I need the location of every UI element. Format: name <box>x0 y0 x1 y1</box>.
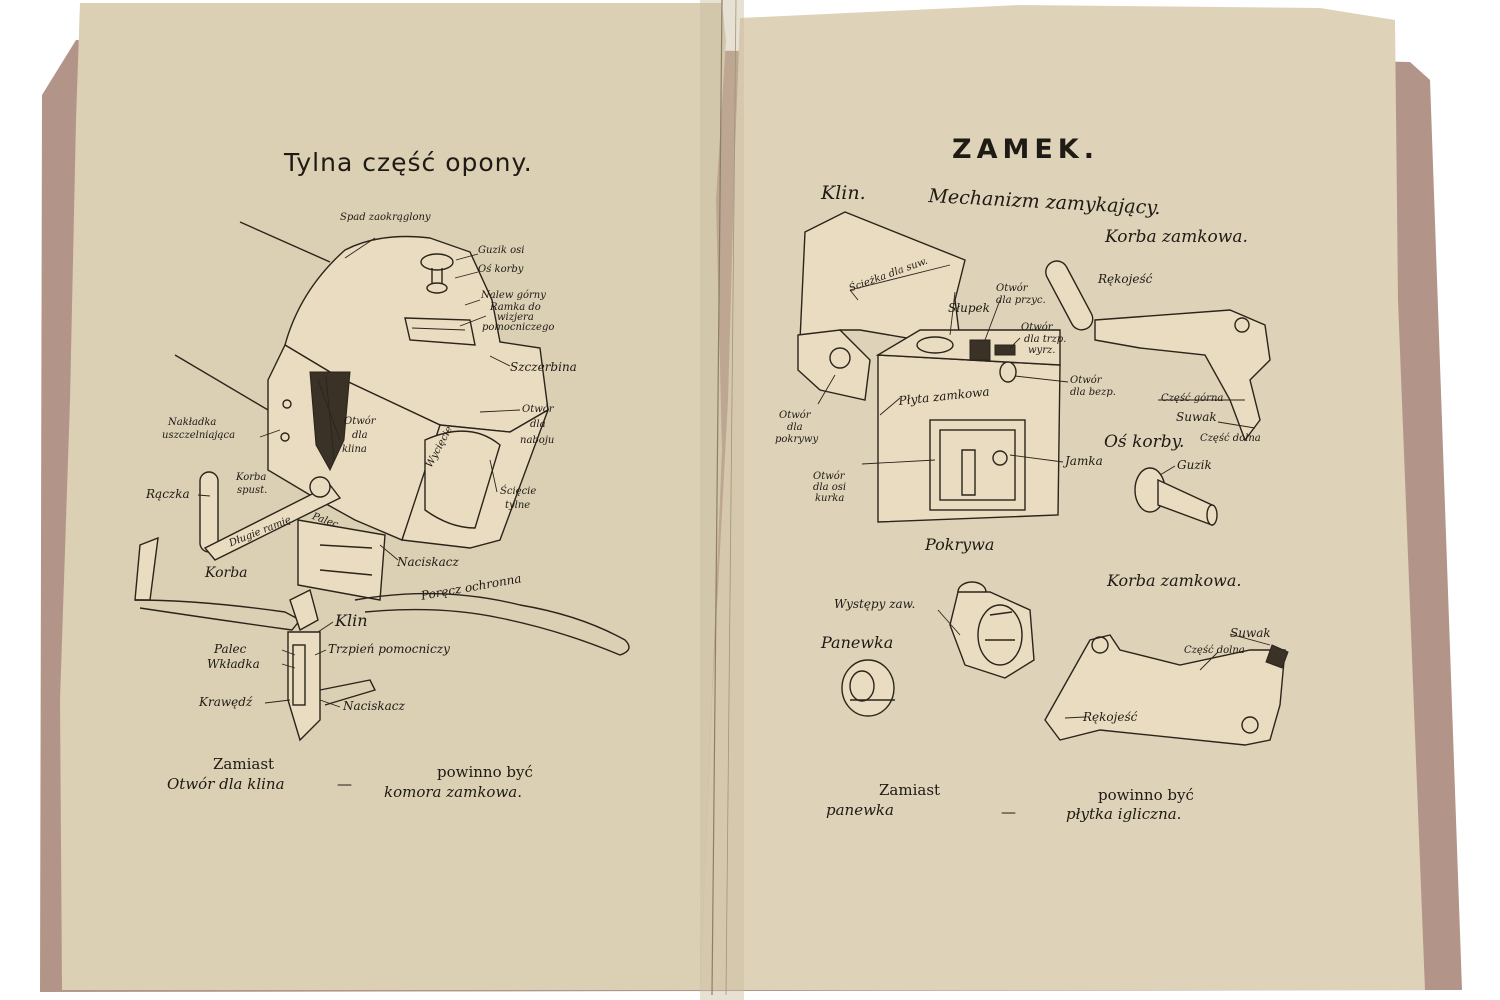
label-otwor-pokrywy-2: dla <box>787 422 803 433</box>
label-szczerbina: Szczerbina <box>510 360 577 374</box>
label-korba-spust-1: Korba <box>236 472 267 483</box>
label-raczka: Rączka <box>146 487 190 501</box>
label-palec: Palec <box>214 642 247 656</box>
label-klin: Klin <box>335 611 368 630</box>
label-czesc-dolna-bottom: Część dolna <box>1184 645 1245 656</box>
breech-drawing <box>134 221 630 742</box>
caption-zamiast: Zamiast <box>879 781 941 799</box>
label-korba-zamkowa-top: Korba zamkowa. <box>1105 227 1248 247</box>
label-nakladka-1: Nakładka <box>168 417 217 428</box>
label-naciskacz: Naciskacz <box>343 699 405 713</box>
caption-zamiast: Zamiast <box>213 755 275 773</box>
label-otwor-klina-1: Otwór <box>344 416 376 427</box>
label-naciskacz-top: Naciskacz <box>397 555 459 569</box>
label-otwor-kurka-2: dla osi <box>813 482 847 493</box>
label-otwor-bezp-2: dla bezp. <box>1070 387 1116 398</box>
label-rekojesc-top: Rękojeść <box>1098 272 1153 286</box>
label-otwor-klina-2: dla <box>352 430 368 441</box>
label-guzik-osi: Guzik osi <box>478 245 525 256</box>
caption-wrong: Otwór dla klina <box>167 775 285 793</box>
label-korba: Korba <box>205 565 248 581</box>
label-suwak-bottom: Suwak <box>1230 626 1271 640</box>
label-klin-head: Klin. <box>821 182 866 204</box>
label-guzik: Guzik <box>1177 458 1212 472</box>
label-ramka-1: Ramka do <box>490 302 541 313</box>
label-ramka-2: wizjera <box>497 312 534 323</box>
label-otwor-naboju-1: Otwór <box>522 404 554 415</box>
label-otwor-pokrywy-1: Otwór <box>779 410 811 421</box>
label-otwor-kurka-3: kurka <box>815 493 845 504</box>
caption-powinno: powinno być <box>437 763 533 781</box>
label-os-korby: Oś korby <box>478 264 524 275</box>
label-wkladka: Wkładka <box>207 657 260 671</box>
label-korba-spust-2: spust. <box>237 485 268 496</box>
label-otwor-trzp-3: wyrz. <box>1028 345 1056 356</box>
caption-dash: — <box>1001 803 1016 821</box>
label-otwor-pokrywy-3: pokrywy <box>775 434 819 445</box>
label-otwor-bezp-1: Otwór <box>1070 375 1102 386</box>
label-spad: Spad zaokrąglony <box>340 212 431 223</box>
label-krawedz: Krawędź <box>199 695 253 709</box>
label-sciecie-2: tylne <box>505 500 531 511</box>
label-otwor-trzp-1: Otwór <box>1021 322 1053 333</box>
label-os-korby: Oś korby. <box>1104 432 1185 452</box>
label-otwor-przyc-2: dla przyc. <box>996 295 1046 306</box>
label-sciecie-1: Ścięcie <box>500 486 537 497</box>
label-wystepy: Występy zaw. <box>834 597 916 611</box>
caption-dash: — <box>337 775 352 793</box>
caption-wrong: panewka <box>826 801 894 819</box>
label-korba-zamkowa-bottom: Korba zamkowa. <box>1107 571 1242 590</box>
caption-right: komora zamkowa. <box>384 783 522 801</box>
label-ramka-3: pomocniczego <box>482 322 555 333</box>
label-trzpien: Trzpień pomocniczy <box>328 642 450 656</box>
caption-right: płytka igliczna. <box>1066 805 1182 823</box>
label-slupek: Słupek <box>948 301 990 315</box>
label-nalew: Nalew górny <box>481 290 546 301</box>
label-suwak-top: Suwak <box>1176 410 1217 424</box>
label-czesc-dolna-top: Część dolna <box>1200 433 1261 444</box>
label-otwor-kurka-1: Otwór <box>813 471 845 482</box>
label-otwor-trzp-2: dla trzp. <box>1024 334 1067 345</box>
label-otwor-naboju-2: dla <box>530 419 546 430</box>
lock-drawing <box>797 211 1289 746</box>
label-jamka: Jamka <box>1065 454 1103 468</box>
label-nakladka-2: uszczelniająca <box>162 430 236 441</box>
label-otwor-przyc-1: Otwór <box>996 283 1028 294</box>
label-czesc-gorna: Część górna <box>1161 393 1224 404</box>
label-rekojesc-bottom: Rękojeść <box>1083 710 1138 724</box>
label-otwor-naboju-3: naboju <box>520 435 555 446</box>
right-page-title: ZAMEK. <box>952 134 1099 165</box>
label-pokrywa: Pokrywa <box>925 535 995 554</box>
label-panewka: Panewka <box>821 633 894 652</box>
label-otwor-klina-3: klina <box>342 444 367 455</box>
caption-powinno: powinno być <box>1098 786 1194 804</box>
left-page-title: Tylna część opony. <box>284 148 533 177</box>
